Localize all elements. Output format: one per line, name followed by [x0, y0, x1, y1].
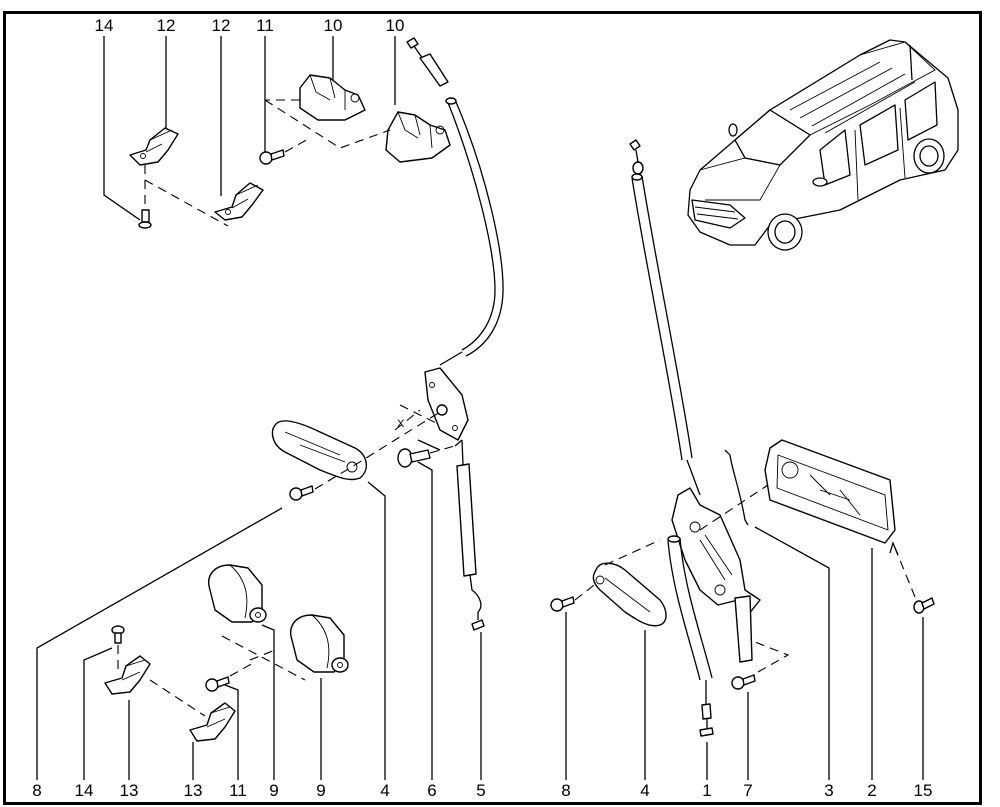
- part-label-bottom: 7: [743, 781, 753, 800]
- part-label-bottom: 5: [476, 781, 486, 800]
- clip-icon: [129, 127, 179, 166]
- clip-icon: [189, 702, 236, 742]
- part-label-bottom: 8: [32, 781, 42, 800]
- handle-icon: [592, 562, 667, 627]
- part-label-bottom: 9: [316, 781, 326, 800]
- bracket-icon: [424, 367, 469, 441]
- part-label-bottom: 8: [561, 781, 571, 800]
- screw-icon: [913, 597, 935, 614]
- leader-lines: [36, 36, 924, 780]
- screw-icon: [731, 674, 756, 690]
- screw-icon: [550, 596, 575, 612]
- part-label-bottom: 13: [119, 781, 139, 800]
- diagram-frame: [3, 11, 982, 805]
- bracket-icon: [671, 487, 761, 663]
- cable-icon: [629, 139, 701, 496]
- car-icon: [687, 39, 959, 251]
- screw-icon: [397, 448, 431, 468]
- screw-icon: [205, 676, 230, 692]
- part-label-bottom: 4: [380, 781, 390, 800]
- cable-icon: [406, 37, 504, 366]
- part-label-top: 11: [256, 16, 274, 35]
- part-label-top: 12: [211, 16, 231, 35]
- part-label-top: 10: [323, 16, 343, 35]
- part-label-top: 12: [156, 16, 176, 35]
- lock-icon: [208, 564, 267, 623]
- part-label-top: 14: [94, 16, 114, 35]
- lock-icon: [764, 439, 896, 544]
- clip-icon: [104, 655, 151, 695]
- striker-icon: [299, 74, 366, 121]
- part-label-bottom: 3: [824, 781, 834, 800]
- clip-icon: [214, 182, 264, 221]
- screw-icon: [289, 485, 314, 501]
- handle-icon: [271, 420, 367, 481]
- lock-icon: [290, 614, 349, 673]
- part-label-bottom: 6: [427, 781, 437, 800]
- part-label-bottom: 14: [74, 781, 94, 800]
- part-label-top: 10: [385, 16, 405, 35]
- dimension-marker-x: X: [397, 418, 405, 430]
- part-label-bottom: 1: [702, 781, 712, 800]
- part-label-bottom: 9: [269, 781, 279, 800]
- part-label-bottom: 4: [640, 781, 650, 800]
- part-label-bottom: 11: [229, 781, 247, 800]
- rod-icon: [724, 449, 749, 526]
- screw-icon: [259, 149, 285, 165]
- part-label-bottom: 13: [183, 781, 203, 800]
- striker-icon: [385, 111, 451, 163]
- cable-icon: [667, 535, 714, 737]
- screw-icon: [111, 625, 125, 644]
- part-label-bottom: 2: [867, 781, 877, 800]
- rod-icon: [456, 439, 485, 631]
- screw-icon: [138, 209, 152, 229]
- part-label-bottom: 15: [913, 781, 933, 800]
